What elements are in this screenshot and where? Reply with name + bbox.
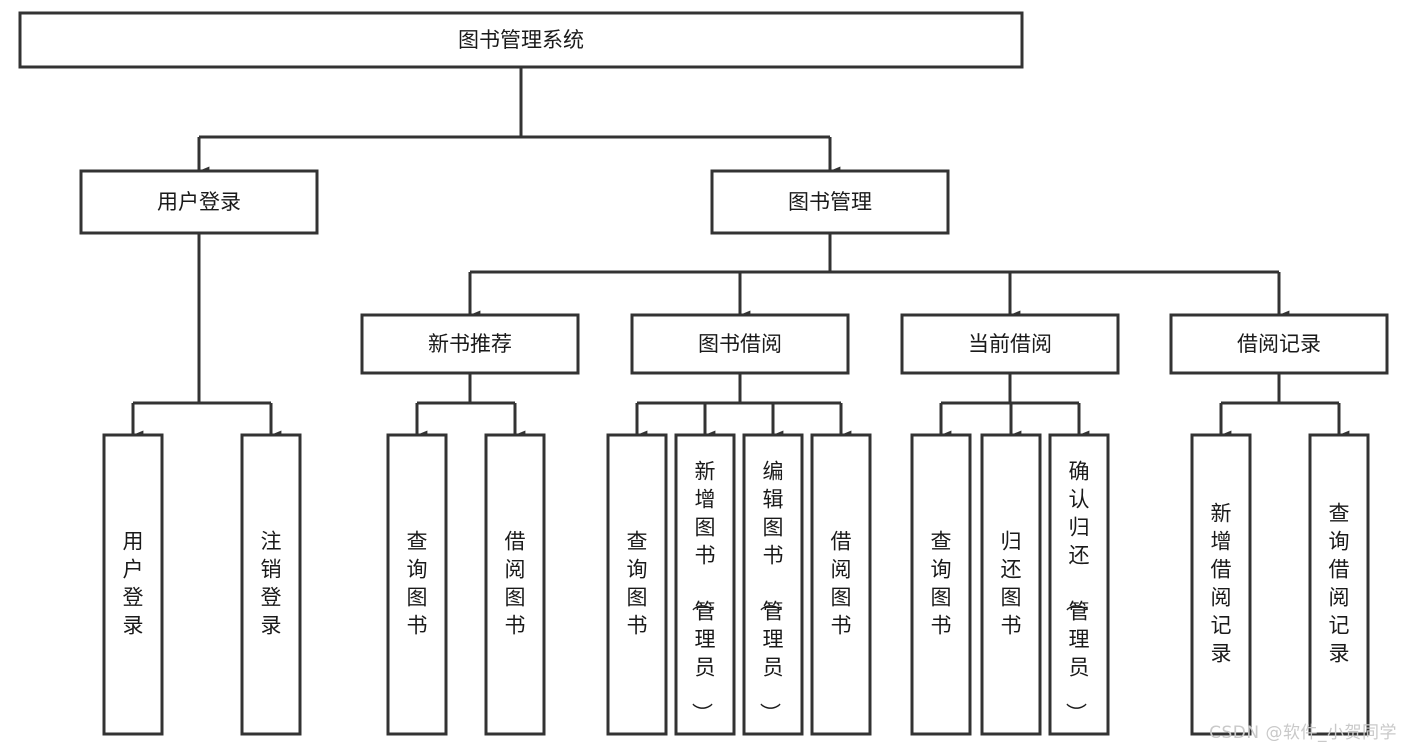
sub-branch-node-box[interactable]: [360, 313, 580, 375]
leaf-node-label: 查询图书: [931, 530, 952, 638]
leaf-node-box[interactable]: [980, 433, 1042, 736]
branch-node-box[interactable]: [710, 169, 950, 235]
leaf-node-box[interactable]: [742, 433, 804, 736]
root-node-box[interactable]: [18, 11, 1024, 69]
sub-branch-node-box[interactable]: [900, 313, 1120, 375]
leaf-node-label: 新增图书（管理员）: [690, 460, 716, 724]
leaf-node-label: 查询图书: [627, 530, 648, 638]
leaf-node-label: 借阅图书: [831, 530, 852, 638]
node-layer: 图书管理系统用户登录用户登录注销登录图书管理新书推荐查询图书借阅图书图书借阅查询…: [18, 11, 1389, 736]
leaf-node-box[interactable]: [1048, 433, 1110, 736]
leaf-node-box[interactable]: [910, 433, 972, 736]
leaf-node-box[interactable]: [240, 433, 302, 736]
node-label: 新书推荐: [428, 332, 512, 356]
leaf-node-label: 新增借阅记录: [1211, 502, 1232, 666]
leaf-node-label: 确认归还（管理员）: [1064, 460, 1090, 724]
leaf-node-box[interactable]: [1190, 433, 1252, 736]
leaf-node-box[interactable]: [674, 433, 736, 736]
leaf-node-box[interactable]: [386, 433, 448, 736]
leaf-node-label: 编辑图书（管理员）: [758, 460, 784, 724]
leaf-node-box[interactable]: [102, 433, 164, 736]
leaf-node-label: 借阅图书: [505, 530, 526, 638]
node-label: 当前借阅: [968, 332, 1052, 356]
leaf-node-box[interactable]: [606, 433, 668, 736]
connector-layer: [131, 67, 1350, 440]
watermark-text: CSDN @软件_小贺同学: [1209, 723, 1397, 743]
leaf-node-label: 查询图书: [407, 530, 428, 638]
leaf-node-box[interactable]: [810, 433, 872, 736]
leaf-node-label: 归还图书: [1001, 530, 1022, 638]
leaf-node-label: 注销登录: [261, 530, 282, 638]
node-label: 图书管理系统: [458, 28, 584, 52]
leaf-node-box[interactable]: [1308, 433, 1370, 736]
sub-branch-node-box[interactable]: [630, 313, 850, 375]
node-label: 图书借阅: [698, 332, 782, 356]
node-label: 图书管理: [788, 190, 872, 214]
sub-branch-node-box[interactable]: [1169, 313, 1389, 375]
node-label: 用户登录: [157, 190, 241, 214]
leaf-node-box[interactable]: [484, 433, 546, 736]
node-label: 借阅记录: [1237, 332, 1321, 356]
leaf-node-label: 用户登录: [123, 530, 144, 638]
branch-node-box[interactable]: [79, 169, 319, 235]
leaf-node-label: 查询借阅记录: [1329, 502, 1350, 666]
